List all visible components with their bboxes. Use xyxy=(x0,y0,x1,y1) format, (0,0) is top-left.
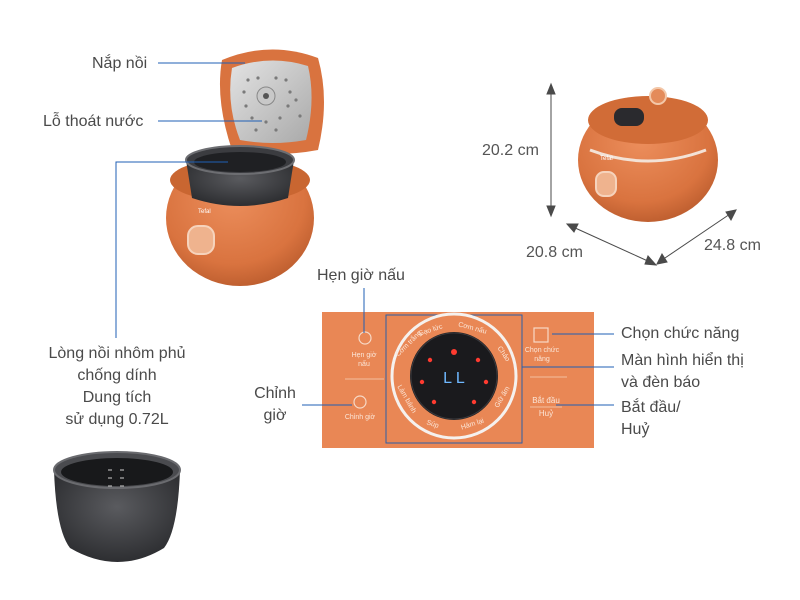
function-icon xyxy=(533,327,549,343)
open-rice-cooker: Tefal xyxy=(166,49,324,286)
label-start-cancel-line-2: Huỷ xyxy=(621,421,650,438)
timer-icon xyxy=(358,331,372,345)
label-steam-vent: Lỗ thoát nước xyxy=(43,113,144,130)
closed-rice-cooker: Tefal xyxy=(578,87,718,222)
control-panel: L L Hẹn giờ nấu Chỉnh giờ Chọn chức năng… xyxy=(322,312,594,448)
panel-function-label-2: năng xyxy=(534,356,550,363)
leader-lines-left xyxy=(115,62,262,338)
label-inner-pot: Lòng nồi nhôm phủ chống dính Dung tích s… xyxy=(20,343,214,431)
mode-sup: Súp xyxy=(425,419,439,430)
label-inner-pot-line-2: chống dính xyxy=(77,367,157,384)
label-start-cancel-line-1: Bắt đầu/ xyxy=(621,399,681,416)
water-level-marks xyxy=(108,469,124,487)
label-timer-cook: Hẹn giờ nấu xyxy=(317,267,405,284)
indicator-lights xyxy=(419,349,489,405)
clock-icon xyxy=(353,395,367,409)
label-inner-pot-line-1: Lòng nồi nhôm phủ xyxy=(48,345,186,362)
panel-timer-label-1: Hẹn giờ xyxy=(352,352,377,359)
label-display-lights-line-1: Màn hình hiển thị xyxy=(621,352,744,369)
brand-logo-small: Tefal xyxy=(198,209,211,215)
label-lid: Nắp nồi xyxy=(92,55,148,72)
label-display-lights-line-2: và đèn báo xyxy=(621,374,701,391)
label-display-lights: Màn hình hiển thị và đèn báo xyxy=(621,350,744,394)
panel-start-label-1: Bắt đầu xyxy=(532,396,560,405)
dimension-arrows xyxy=(546,82,737,266)
label-set-clock: Chỉnh giờ xyxy=(246,383,304,427)
inner-pot xyxy=(53,451,181,562)
panel-clock-label: Chỉnh giờ xyxy=(345,413,376,421)
label-select-function: Chọn chức năng xyxy=(621,325,740,342)
dimension-width: 20.8 cm xyxy=(526,244,583,261)
label-inner-pot-line-4: sử dụng 0.72L xyxy=(65,411,169,428)
display-readout: L L xyxy=(443,370,465,387)
closed-display xyxy=(614,108,644,126)
brand-logo-closed: Tefal xyxy=(600,156,613,162)
dimension-height: 20.2 cm xyxy=(482,142,539,159)
panel-timer-label-2: nấu xyxy=(358,359,370,368)
closed-front-button xyxy=(595,171,617,197)
label-start-cancel: Bắt đầu/ Huỷ xyxy=(621,397,681,441)
panel-start-label-2: Huỷ xyxy=(539,409,553,418)
panel-function-label-1: Chọn chức xyxy=(525,347,560,354)
label-set-clock-line-1: Chỉnh xyxy=(254,385,296,402)
front-button xyxy=(187,225,215,255)
dimension-depth: 24.8 cm xyxy=(704,237,761,254)
label-inner-pot-line-3: Dung tích xyxy=(82,389,152,406)
leader-lines-panel xyxy=(302,288,614,406)
label-set-clock-line-2: giờ xyxy=(263,407,287,424)
vent-holes xyxy=(242,76,302,132)
